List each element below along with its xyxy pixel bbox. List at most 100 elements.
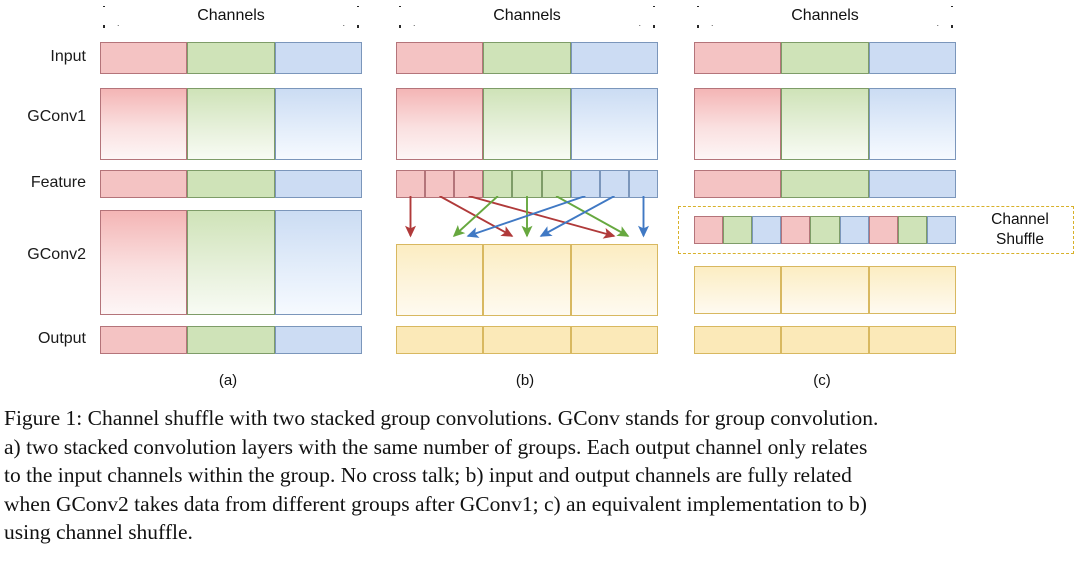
panel-label-b: (b): [515, 372, 535, 389]
panel-b-gconv2-block: [396, 244, 658, 316]
channels-axis-label-a: Channels: [100, 7, 362, 25]
group-segment-blue: [274, 210, 362, 315]
channel-cell-green: [483, 170, 513, 198]
caption-line-3: to the input channels within the group. …: [4, 463, 852, 487]
group-segment-yellow: [868, 266, 956, 314]
group-segment-red: [100, 42, 188, 74]
group-segment-yellow: [694, 266, 782, 314]
channel-cell-red: [868, 216, 898, 244]
channel-shuffle-label-line2: Shuffle: [996, 231, 1044, 248]
caption-line-5: using channel shuffle.: [4, 520, 193, 544]
group-segment-red: [694, 42, 782, 74]
channel-cell-blue: [752, 216, 782, 244]
channels-axis-c: Channels: [694, 4, 956, 30]
channel-cell-red: [781, 216, 811, 244]
group-segment-yellow: [868, 326, 956, 354]
panel-c-gconv1-block: [694, 88, 956, 160]
channel-cell-green: [723, 216, 753, 244]
channels-axis-a: Channels: [100, 4, 362, 30]
group-segment-yellow: [483, 326, 571, 354]
group-segment-green: [187, 326, 275, 354]
group-segment-blue: [868, 170, 956, 198]
row-label-gconv1: GConv1: [27, 108, 86, 125]
caption-line-2: a) two stacked convolution layers with t…: [4, 434, 868, 459]
group-segment-red: [694, 88, 782, 160]
panel-b-gconv1-block: [396, 88, 658, 160]
channels-axis-b: Channels: [396, 4, 658, 30]
group-segment-yellow: [570, 326, 658, 354]
group-segment-green: [187, 170, 275, 198]
panel-c-gconv2-block: [694, 266, 956, 314]
group-segment-blue: [274, 88, 362, 160]
channel-cell-green: [512, 170, 542, 198]
row-label-input: Input: [50, 48, 86, 65]
channel-cell-red: [454, 170, 484, 198]
panel-a-gconv2-block: [100, 210, 362, 315]
group-segment-green: [781, 42, 869, 74]
panel-b-feature-bar-fine: [396, 170, 658, 198]
group-segment-yellow: [396, 244, 484, 316]
channel-crosstalk-arrows: [404, 196, 650, 239]
group-segment-green: [781, 170, 869, 198]
row-label-feature: Feature: [30, 174, 86, 191]
panel-a-input-bar: [100, 42, 362, 74]
group-segment-red: [100, 88, 188, 160]
panel-b-input-bar: [396, 42, 658, 74]
group-segment-red: [396, 88, 484, 160]
group-segment-red: [100, 326, 188, 354]
group-segment-green: [483, 42, 571, 74]
group-segment-blue: [868, 42, 956, 74]
channels-axis-label-b: Channels: [396, 7, 658, 25]
panel-a-gconv1-block: [100, 88, 362, 160]
channel-cell-blue: [926, 216, 956, 244]
group-segment-green: [187, 42, 275, 74]
group-segment-yellow: [570, 244, 658, 316]
channel-shuffle-label: Channel Shuffle: [970, 210, 1070, 250]
group-segment-yellow: [781, 326, 869, 354]
group-segment-yellow: [483, 244, 571, 316]
group-segment-red: [396, 42, 484, 74]
caption-line-4: when GConv2 takes data from different gr…: [4, 491, 867, 516]
channel-cell-red: [694, 216, 724, 244]
group-segment-blue: [274, 170, 362, 198]
group-segment-green: [187, 210, 275, 315]
panel-a-output-bar: [100, 326, 362, 354]
channel-cell-blue: [570, 170, 600, 198]
row-label-output: Output: [37, 330, 86, 347]
panel-c-shuffled-bar: [694, 216, 956, 244]
group-segment-green: [187, 88, 275, 160]
channels-axis-label-c: Channels: [694, 7, 956, 25]
channel-shuffle-box: [678, 206, 1074, 254]
group-segment-green: [483, 88, 571, 160]
group-segment-red: [694, 170, 782, 198]
row-label-gconv2: GConv2: [27, 246, 86, 263]
panel-c-feature-bar: [694, 170, 956, 198]
channel-shuffle-label-line1: Channel: [991, 211, 1049, 228]
group-segment-green: [781, 88, 869, 160]
channel-cell-red: [396, 170, 426, 198]
group-segment-blue: [868, 88, 956, 160]
panel-b-output-bar: [396, 326, 658, 354]
group-segment-red: [100, 170, 188, 198]
channel-cell-green: [897, 216, 927, 244]
channel-cell-green: [810, 216, 840, 244]
channel-cell-blue: [839, 216, 869, 244]
figure-caption: Figure 1: Channel shuffle with two stack…: [0, 404, 1080, 572]
channel-cell-blue: [599, 170, 629, 198]
channel-cell-red: [425, 170, 455, 198]
panel-c-output-bar: [694, 326, 956, 354]
panel-a-feature-bar: [100, 170, 362, 198]
channel-cell-green: [541, 170, 571, 198]
group-segment-yellow: [781, 266, 869, 314]
group-segment-blue: [274, 326, 362, 354]
group-segment-blue: [570, 42, 658, 74]
channel-cell-blue: [628, 170, 658, 198]
figure-diagram: Input GConv1 Feature GConv2 Output Chann…: [27, 4, 1074, 389]
group-segment-yellow: [396, 326, 484, 354]
group-segment-blue: [570, 88, 658, 160]
group-segment-red: [100, 210, 188, 315]
group-segment-yellow: [694, 326, 782, 354]
caption-line-1: Figure 1: Channel shuffle with two stack…: [4, 406, 879, 430]
panel-label-c: (c): [813, 372, 831, 389]
